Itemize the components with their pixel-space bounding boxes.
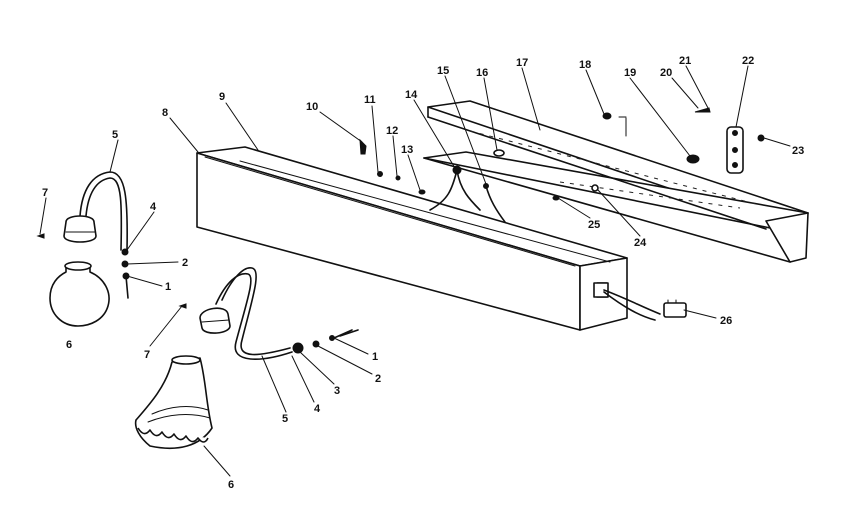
callout-12: 12 [386,125,398,137]
callout-11: 11 [364,94,376,106]
callout-17: 17 [516,57,528,69]
callout-16: 16 [476,67,488,79]
callout-1: 1 [165,281,171,293]
left-lamp-assembly [36,171,187,327]
callout-7: 7 [144,349,150,361]
callout-21: 21 [679,55,691,67]
callout-22: 22 [742,55,754,67]
callout-1: 1 [372,351,378,363]
front-lamp-assembly [134,267,359,450]
callout-8: 8 [162,107,168,119]
callout-24: 24 [634,237,647,249]
callout-6: 6 [66,339,72,351]
callout-15: 15 [437,65,449,77]
callout-13: 13 [401,144,413,156]
mounting-channel [423,100,809,263]
callout-3: 3 [334,385,340,397]
callout-10: 10 [306,101,318,113]
callout-6: 6 [228,479,234,491]
callout-labels: 5 8 9 10 11 12 13 14 15 16 17 18 19 20 2… [42,55,804,491]
front-housing [196,146,628,331]
cord-and-plug [593,282,687,321]
callout-18: 18 [579,59,591,71]
callout-25: 25 [588,219,600,231]
callout-2: 2 [182,257,188,269]
callout-9: 9 [219,91,225,103]
bracket-plate [726,126,744,174]
callout-19: 19 [624,67,636,79]
callout-5: 5 [112,129,118,141]
hardware-parts [359,107,765,201]
callout-4: 4 [314,403,321,415]
callout-4: 4 [150,201,157,213]
callout-14: 14 [405,89,418,101]
callout-7: 7 [42,187,48,199]
callout-5: 5 [282,413,288,425]
leader-lines [39,65,791,477]
callout-23: 23 [792,145,804,157]
internal-wiring [429,165,506,223]
callout-20: 20 [660,67,672,79]
callout-2: 2 [375,373,381,385]
callout-26: 26 [720,315,732,327]
